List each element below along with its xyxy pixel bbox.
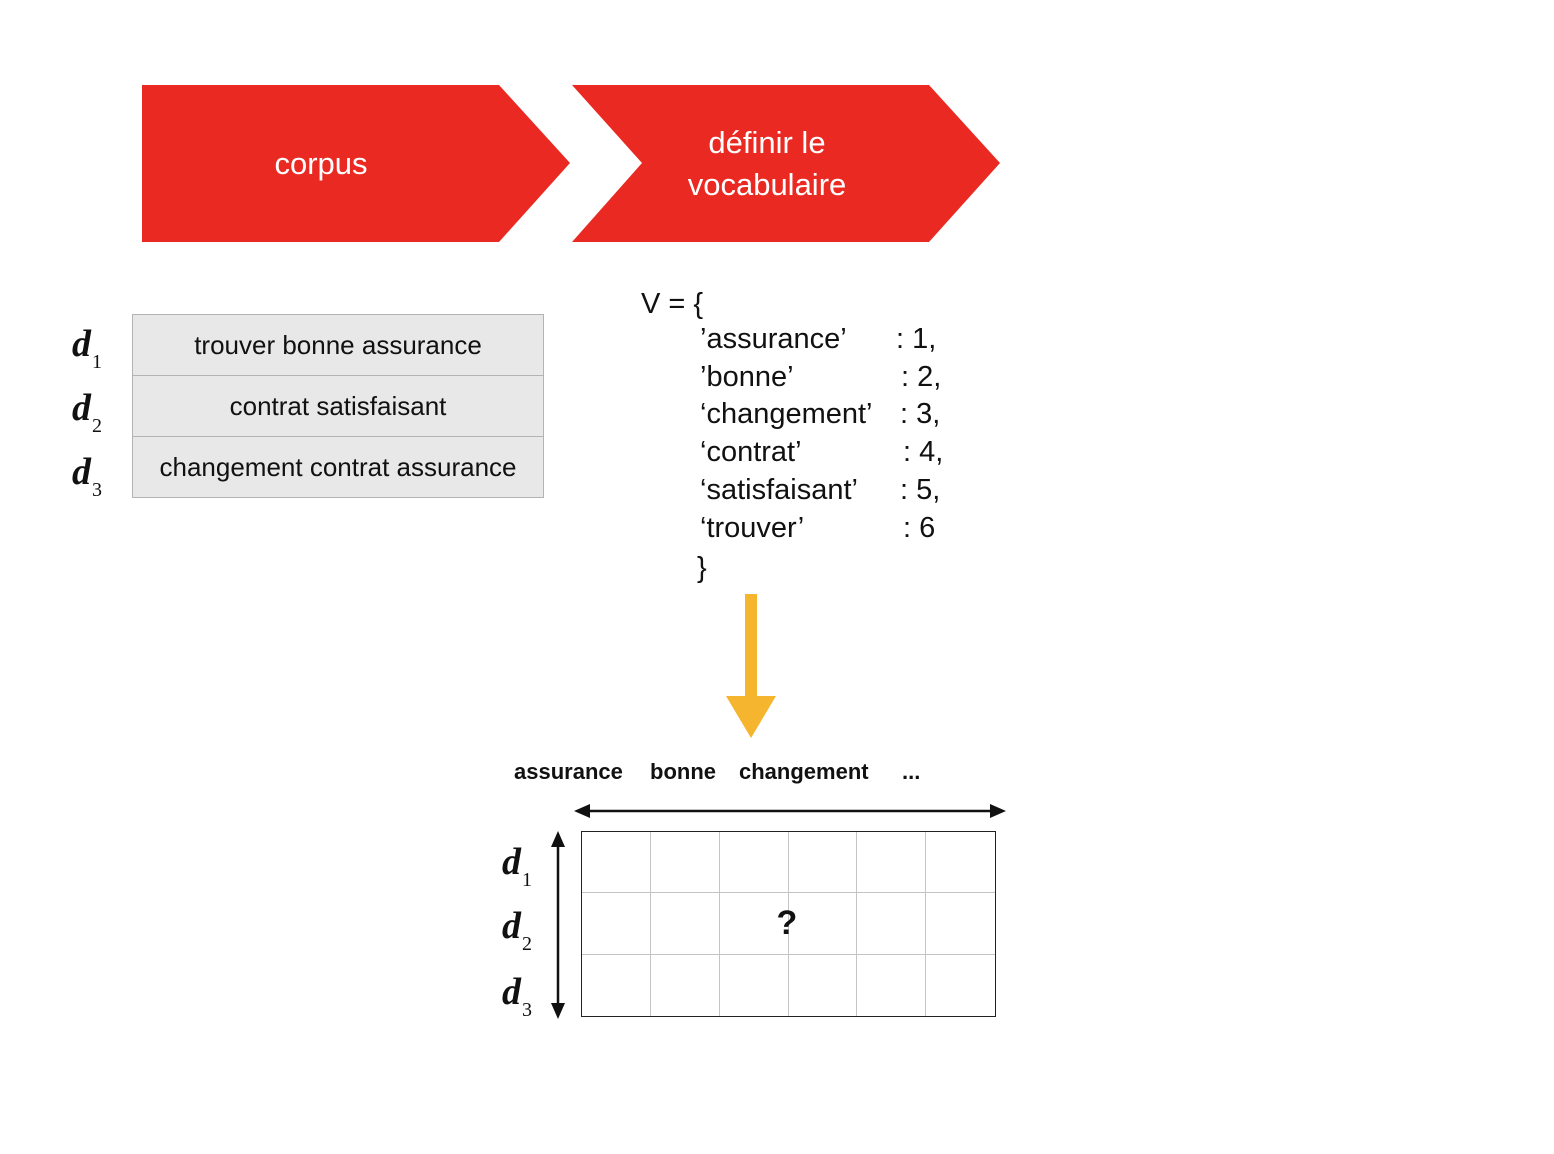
matrix-cell — [926, 955, 995, 1016]
matrix-cell — [857, 832, 927, 894]
matrix-cell — [582, 832, 651, 894]
matrix-cell — [720, 954, 789, 1016]
vocab-key: ‘contrat’ — [700, 436, 802, 468]
vocab-value: : 5, — [900, 474, 941, 506]
pipeline-step-vocabulary: définir le vocabulaire — [572, 85, 1000, 242]
pipeline-step-label: définir le vocabulaire — [687, 124, 847, 202]
matrix-row-label-d1: d1 — [502, 841, 532, 891]
vocab-open: V = { — [641, 288, 704, 320]
matrix-cell — [926, 832, 995, 894]
vocab-value: : 2, — [901, 361, 942, 393]
matrix-col-header: ... — [902, 759, 921, 784]
matrix-col-header: changement — [739, 759, 869, 784]
matrix-cell — [719, 832, 789, 894]
matrix-col-header: bonne — [650, 759, 716, 784]
vocab-key: ‘satisfaisant’ — [700, 474, 858, 506]
doc-label-d2: d2 — [72, 387, 102, 437]
vocab-value: : 4, — [903, 436, 944, 468]
matrix-cell — [926, 893, 995, 955]
table-row: contrat satisfaisant — [132, 375, 544, 437]
vertical-double-arrow-icon — [551, 831, 565, 1019]
matrix-cell — [719, 893, 789, 955]
vocab-key: ‘trouver’ — [700, 512, 805, 544]
matrix-row-label-d2: d2 — [502, 905, 532, 955]
corpus-doc-text: trouver bonne assurance — [132, 314, 544, 376]
corpus-doc-text: changement contrat assurance — [132, 436, 544, 498]
vocab-value: : 3, — [900, 398, 941, 430]
doc-label-d1: d1 — [72, 323, 102, 373]
matrix-cell: ? — [777, 893, 858, 955]
doc-label-d3: d3 — [72, 451, 102, 501]
matrix-col-header: assurance — [514, 759, 623, 784]
matrix-cell — [789, 954, 858, 1016]
matrix-cell — [651, 954, 720, 1016]
table-row: changement contrat assurance — [132, 436, 544, 498]
pipeline-step-label: corpus — [274, 145, 368, 181]
corpus-doc-text: contrat satisfaisant — [132, 375, 544, 437]
matrix-cell — [650, 832, 720, 894]
corpus-table: trouver bonne assurance contrat satisfai… — [132, 314, 544, 498]
matrix-cell — [650, 893, 720, 955]
matrix-row-label-d3: d3 — [502, 971, 532, 1021]
vocab-key: ’bonne’ — [700, 361, 794, 393]
matrix-unknown-cell: ? — [776, 903, 798, 942]
document-term-matrix: ? — [581, 831, 996, 1017]
table-row: trouver bonne assurance — [132, 314, 544, 376]
vocab-key: ’assurance’ — [700, 323, 847, 355]
chevron-shape — [572, 85, 1000, 242]
vocab-key: ‘changement’ — [700, 398, 873, 430]
vocab-value: : 1, — [896, 323, 937, 355]
down-arrow-icon — [726, 594, 776, 738]
matrix-cell — [582, 954, 651, 1016]
horizontal-double-arrow-icon — [574, 804, 1006, 818]
pipeline-step-corpus: corpus — [142, 85, 570, 242]
matrix-cell — [582, 893, 651, 955]
vocab-close: } — [697, 552, 707, 584]
vocab-value: : 6 — [903, 512, 936, 544]
matrix-cell — [857, 893, 927, 955]
matrix-cell — [788, 832, 858, 894]
matrix-cell — [857, 954, 927, 1016]
chevron-shape — [142, 85, 570, 242]
